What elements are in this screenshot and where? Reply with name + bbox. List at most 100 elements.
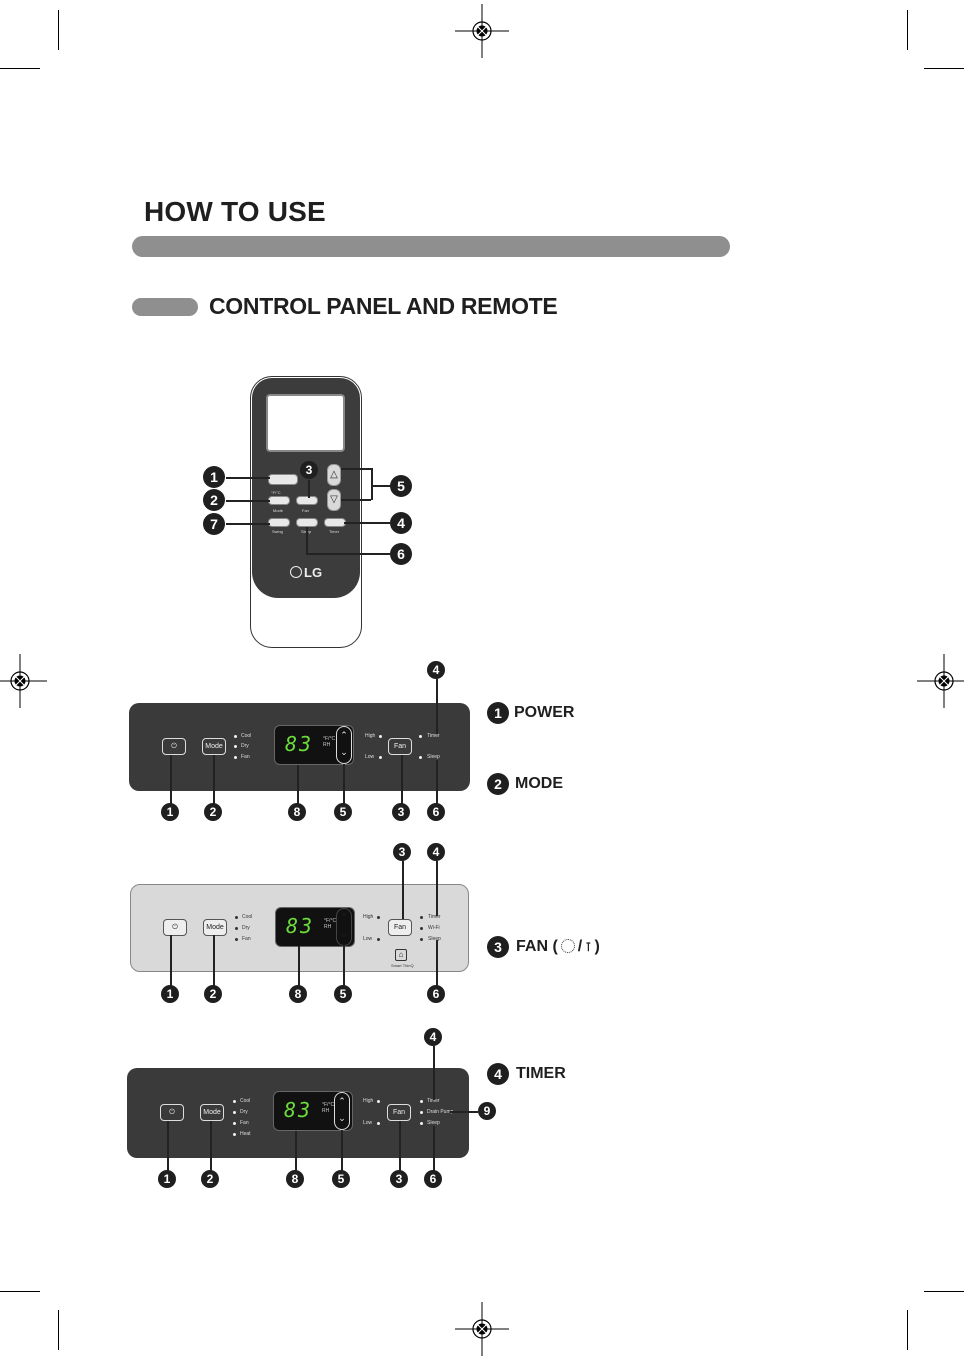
callout-4: 4 xyxy=(390,512,412,534)
lg-logo: LG xyxy=(290,565,322,580)
leader-line xyxy=(450,1111,478,1113)
leader-line xyxy=(341,468,371,470)
mode-button[interactable]: Mode xyxy=(202,738,226,755)
leader-line xyxy=(170,935,172,986)
callout-4: 4 xyxy=(424,1028,442,1046)
fan-button[interactable]: Fan xyxy=(388,738,412,755)
mode-button[interactable]: Mode xyxy=(203,919,227,936)
led xyxy=(377,1100,380,1103)
mode-button[interactable]: Mode xyxy=(200,1104,224,1121)
leader-line xyxy=(343,945,345,986)
remote-screen xyxy=(266,394,345,452)
timer-label: Timer xyxy=(427,733,440,739)
leader-line xyxy=(401,755,403,804)
leader-line xyxy=(344,522,390,524)
led xyxy=(235,938,238,941)
remote-sleep-button[interactable] xyxy=(296,518,318,527)
crop-mark xyxy=(924,68,964,69)
led xyxy=(379,735,382,738)
crop-mark xyxy=(58,1310,59,1350)
remote-fan-button[interactable] xyxy=(296,496,318,505)
leader-line xyxy=(399,1121,401,1171)
led xyxy=(233,1100,236,1103)
leader-line xyxy=(306,553,390,555)
leader-line xyxy=(436,940,438,986)
fan-speed-label: High xyxy=(365,733,376,739)
sleep-label: Sleep xyxy=(427,1120,440,1126)
fan-speed-label: High xyxy=(363,914,374,920)
callout-4: 4 xyxy=(427,661,445,679)
callout-2: 2 xyxy=(201,1170,219,1188)
remote-timer-button[interactable] xyxy=(324,518,346,527)
leader-line xyxy=(170,755,172,804)
crop-mark xyxy=(0,68,40,69)
display-value: 83 xyxy=(285,732,314,756)
callout-3: 3 xyxy=(390,1170,408,1188)
callout-6: 6 xyxy=(390,543,412,565)
remote-up-button[interactable]: △ xyxy=(327,464,341,486)
callout-2: 2 xyxy=(203,489,225,511)
fan-speed-label: High xyxy=(363,1098,374,1104)
up-down-buttons[interactable]: ⌃⌄ xyxy=(336,726,352,764)
callout-2: 2 xyxy=(204,985,222,1003)
display-value: 83 xyxy=(284,1098,313,1122)
remote-mode-button[interactable] xyxy=(268,496,290,505)
power-button[interactable]: ⏻ xyxy=(162,738,186,755)
fan-button[interactable]: Fan xyxy=(387,1104,411,1121)
fan-button[interactable]: Fan xyxy=(388,919,412,936)
leader-line xyxy=(341,499,371,501)
mode-label: Dry xyxy=(241,743,249,749)
leader-line xyxy=(433,1126,435,1171)
leader-line xyxy=(343,764,345,804)
crop-mark xyxy=(924,1291,964,1292)
led xyxy=(234,756,237,759)
callout-1: 1 xyxy=(158,1170,176,1188)
leader-line xyxy=(371,468,373,500)
remote-swing-label: Swing xyxy=(272,529,283,534)
leader-line xyxy=(167,1121,169,1171)
remote-down-button[interactable]: ▽ xyxy=(327,489,341,511)
remote-mode-label: Mode xyxy=(273,508,284,513)
leader-line xyxy=(295,1131,297,1171)
registration-mark-icon xyxy=(455,1302,509,1356)
legend-mode: MODE xyxy=(515,775,563,792)
callout-5: 5 xyxy=(390,475,412,497)
mode-label: Cool xyxy=(240,1098,251,1104)
mode-label: Fan xyxy=(241,754,250,760)
legend-number: 1 xyxy=(487,702,509,724)
remote-power-button[interactable] xyxy=(268,474,298,485)
mode-label: Fan xyxy=(242,936,251,942)
fan-speed-label: Low xyxy=(363,936,373,942)
led xyxy=(233,1111,236,1114)
callout-9: 9 xyxy=(478,1102,496,1120)
leader-line xyxy=(226,500,270,502)
crop-mark xyxy=(907,10,908,50)
callout-3: 3 xyxy=(392,803,410,821)
power-button[interactable]: ⏻ xyxy=(160,1104,184,1121)
fan-speed-label: Low xyxy=(363,1120,373,1126)
timer-label: Timer xyxy=(427,1098,440,1104)
callout-1: 1 xyxy=(161,985,179,1003)
smart-thinq-caption: Smart ThinQ xyxy=(391,963,414,968)
remote-swing-button[interactable] xyxy=(268,518,290,527)
callout-5: 5 xyxy=(334,803,352,821)
power-button[interactable]: ⏻ xyxy=(163,919,187,936)
mode-label: Dry xyxy=(240,1109,248,1115)
led xyxy=(420,1100,423,1103)
crop-mark xyxy=(907,1310,908,1350)
up-down-buttons[interactable]: ⌃⌄ xyxy=(334,1092,350,1130)
timer-label: Timer xyxy=(428,914,441,920)
sleep-label: Sleep xyxy=(428,936,441,942)
led xyxy=(234,745,237,748)
leader-line xyxy=(298,946,300,986)
up-down-buttons[interactable]: ⌃⌄ xyxy=(336,908,352,946)
legend-fan: FAN (/⊺) xyxy=(516,938,600,955)
leader-line xyxy=(226,523,270,525)
mode-label: Dry xyxy=(242,925,250,931)
leader-line xyxy=(436,861,438,916)
callout-4: 4 xyxy=(427,843,445,861)
